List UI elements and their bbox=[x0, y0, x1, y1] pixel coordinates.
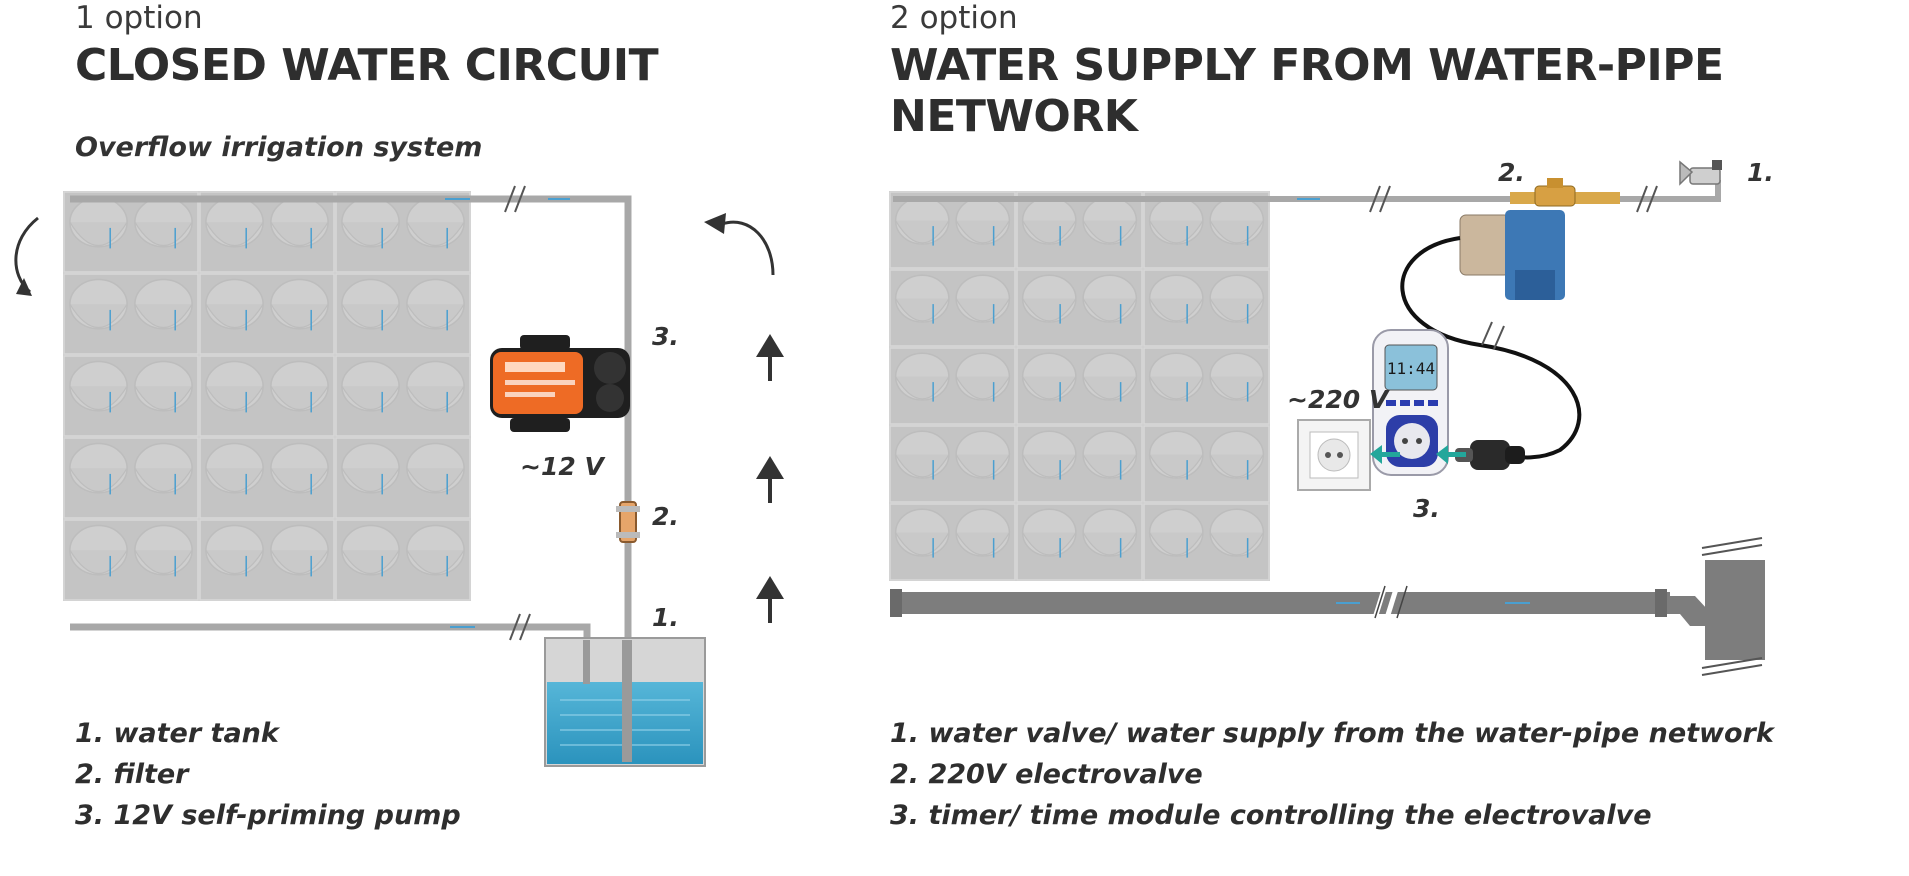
left-legend: 1. water tank 2. filter 3. 12V self-prim… bbox=[75, 713, 461, 836]
left-title: CLOSED WATER CIRCUIT bbox=[75, 40, 659, 91]
left-legend-item: 2. filter bbox=[75, 759, 189, 790]
left-legend-item: 3. 12V self-priming pump bbox=[75, 800, 461, 831]
timer-label: 3. bbox=[1413, 494, 1440, 523]
filter-icon bbox=[616, 501, 640, 543]
planter-module bbox=[1016, 269, 1143, 347]
drain-pipe bbox=[890, 537, 1765, 676]
cable-break bbox=[1481, 321, 1505, 350]
planter-module bbox=[335, 437, 471, 519]
left-subtitle: Overflow irrigation system bbox=[75, 132, 483, 163]
left-flow-marks bbox=[445, 198, 570, 628]
left-option-label: 1 option bbox=[75, 0, 203, 36]
planter-module bbox=[335, 191, 471, 273]
right-pipes bbox=[893, 180, 1721, 202]
faucet-icon bbox=[1679, 160, 1722, 186]
planter-module bbox=[63, 355, 199, 437]
planter-module bbox=[63, 191, 199, 273]
right-legend-item: 1. water valve/ water supply from the wa… bbox=[890, 718, 1774, 749]
timer-icon: 11:44 bbox=[1372, 329, 1449, 476]
right-pipe-breaks bbox=[1369, 185, 1658, 213]
planter-module bbox=[889, 503, 1016, 581]
water-tank-icon bbox=[544, 637, 706, 767]
planter-module bbox=[1143, 191, 1270, 269]
svg-text:11:44: 11:44 bbox=[1387, 359, 1435, 378]
tank-label: 1. bbox=[652, 603, 679, 632]
planter-module bbox=[1016, 191, 1143, 269]
planter-module bbox=[1143, 269, 1270, 347]
planter-module bbox=[199, 191, 335, 273]
planter-module bbox=[335, 519, 471, 601]
filter-label: 2. bbox=[652, 502, 679, 531]
curved-arrow-icon bbox=[14, 216, 39, 296]
right-voltage-label: ~220 V bbox=[1287, 385, 1389, 414]
planter-module bbox=[335, 355, 471, 437]
curved-arrow-icon bbox=[704, 213, 775, 276]
electrovalve-icon bbox=[1459, 178, 1620, 300]
planter-module bbox=[889, 191, 1016, 269]
planter-module bbox=[1143, 503, 1270, 581]
socket-icon bbox=[1297, 419, 1371, 491]
right-legend: 1. water valve/ water supply from the wa… bbox=[890, 713, 1774, 836]
right-legend-item: 3. timer/ time module controlling the el… bbox=[890, 800, 1652, 831]
left-planter-wall bbox=[63, 191, 471, 601]
planter-module bbox=[199, 273, 335, 355]
planter-module bbox=[199, 519, 335, 601]
planter-module bbox=[63, 437, 199, 519]
planter-module bbox=[889, 347, 1016, 425]
left-legend-item: 1. water tank bbox=[75, 718, 279, 749]
electrovalve-label: 2. bbox=[1498, 158, 1525, 187]
connection-arrows bbox=[1370, 445, 1466, 464]
right-planter-wall bbox=[889, 191, 1270, 581]
valve-label: 1. bbox=[1747, 158, 1774, 187]
planter-module bbox=[199, 355, 335, 437]
planter-module bbox=[335, 273, 471, 355]
planter-module bbox=[199, 437, 335, 519]
pump-icon bbox=[490, 335, 630, 432]
up-arrow-icon bbox=[756, 334, 784, 623]
right-option-label: 2 option bbox=[890, 0, 1018, 36]
planter-module bbox=[889, 425, 1016, 503]
planter-module bbox=[889, 269, 1016, 347]
pump-label: 3. bbox=[652, 322, 679, 351]
right-title: WATER SUPPLY FROM WATER-PIPE NETWORK bbox=[890, 40, 1724, 142]
power-cable bbox=[1400, 236, 1582, 460]
planter-module bbox=[1016, 503, 1143, 581]
planter-module bbox=[63, 273, 199, 355]
left-voltage-label: ~12 V bbox=[520, 452, 604, 481]
planter-module bbox=[1143, 347, 1270, 425]
left-pipe-breaks bbox=[504, 185, 531, 641]
planter-module bbox=[63, 519, 199, 601]
planter-module bbox=[1143, 425, 1270, 503]
planter-module bbox=[1016, 347, 1143, 425]
plug-icon bbox=[1455, 440, 1525, 470]
planter-module bbox=[1016, 425, 1143, 503]
right-legend-item: 2. 220V electrovalve bbox=[890, 759, 1203, 790]
